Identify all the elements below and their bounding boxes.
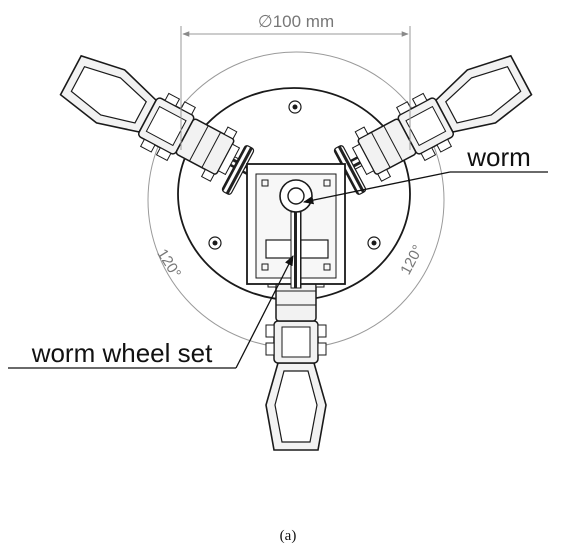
worm-label: worm <box>466 142 531 172</box>
screw-icon <box>371 240 377 246</box>
gear-left <box>221 145 255 195</box>
screw-icon <box>212 240 218 246</box>
diameter-label: ∅100 mm <box>258 12 334 31</box>
figure-caption: (a) <box>279 528 297 544</box>
worm-wheel-callout-leader <box>235 255 294 369</box>
worm-wheel-set-label: worm wheel set <box>31 338 213 368</box>
screw-icon <box>292 104 298 110</box>
angle-label-right: 120° <box>397 242 427 277</box>
angle-label-left: 120° <box>153 246 184 281</box>
worm-shaft <box>290 211 302 289</box>
worm-callout-leader <box>302 171 451 205</box>
worm-inner <box>287 187 305 205</box>
